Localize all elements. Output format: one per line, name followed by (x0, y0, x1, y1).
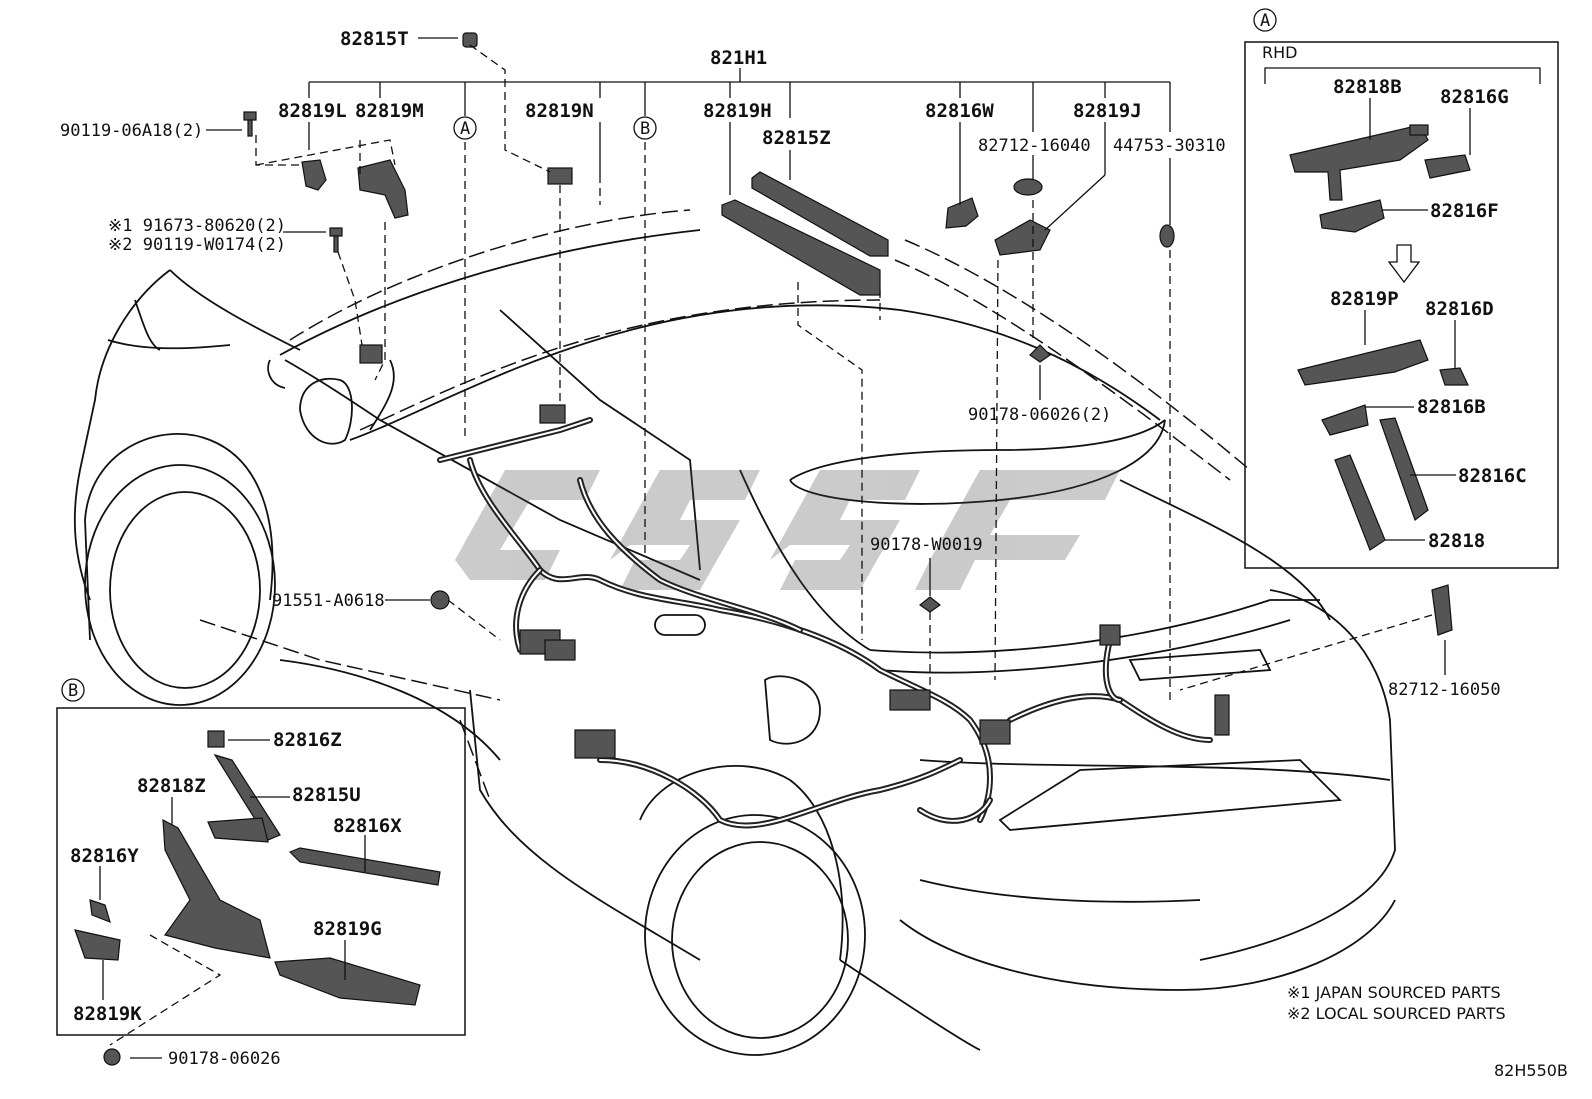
inset-a-frame (1244, 41, 1559, 569)
inset-a-marker-circle (1253, 8, 1277, 32)
label-82819H: 82819H (703, 100, 772, 122)
label-82819P: 82819P (1330, 288, 1399, 310)
label-82816Z: 82816Z (273, 729, 342, 751)
label-82816D: 82816D (1425, 298, 1494, 320)
label-82816G: 82816G (1440, 86, 1509, 108)
label-82816C: 82816C (1458, 465, 1527, 487)
label-82816W: 82816W (925, 100, 994, 122)
label-82816Y: 82816Y (70, 845, 139, 867)
note-local-sourced: ※2 LOCAL SOURCED PARTS (1287, 1004, 1506, 1023)
label-82819N: 82819N (525, 100, 594, 122)
leader-lines (109, 37, 1446, 1059)
callout-b-circle (633, 116, 657, 140)
label-90119-06A18: 90119-06A18(2) (60, 121, 203, 141)
label-82815T: 82815T (340, 28, 409, 50)
label-82818: 82818 (1428, 530, 1485, 552)
callout-a-circle (453, 116, 477, 140)
watermark-logo (455, 470, 1120, 590)
label-82819K: 82819K (73, 1003, 142, 1025)
label-82819G: 82819G (313, 918, 382, 940)
label-821H1: 821H1 (710, 47, 767, 69)
label-90178-06026-2: 90178-06026(2) (968, 405, 1111, 425)
label-82815U: 82815U (292, 784, 361, 806)
label-44753-30310: 44753-30310 (1113, 136, 1226, 156)
label-90119-W0174: ※2 90119-W0174(2) (108, 235, 286, 255)
note-japan-sourced: ※1 JAPAN SOURCED PARTS (1287, 983, 1501, 1002)
inset-a-marker-text: A (1260, 11, 1270, 31)
label-90178-W0019: 90178-W0019 (870, 535, 983, 555)
label-90178-06026: 90178-06026 (168, 1049, 281, 1069)
inset-a: A RHD 82818B 82816G 82816F 82819P 82816D… (1244, 8, 1559, 569)
label-82816F: 82816F (1430, 200, 1499, 222)
inset-a-rhd-label: RHD (1262, 43, 1297, 62)
label-82712-16050: 82712-16050 (1388, 680, 1501, 700)
footnotes: ※1 JAPAN SOURCED PARTS ※2 LOCAL SOURCED … (1287, 983, 1568, 1080)
vehicle-outline (73, 209, 1396, 1056)
label-82815Z: 82815Z (762, 127, 831, 149)
inset-b: B 82816Z 82818Z 82815U 82816X 82816Y 828… (56, 678, 466, 1066)
label-82819M: 82819M (355, 100, 424, 122)
arrow-down-icon (1387, 244, 1421, 284)
label-82818Z: 82818Z (137, 775, 206, 797)
label-82818B: 82818B (1333, 76, 1402, 98)
label-91673-80620: ※1 91673-80620(2) (108, 216, 286, 236)
top-parts (243, 32, 1453, 636)
inset-b-frame (56, 707, 466, 1036)
part-labels: 82815T 821H1 82819L 82819M 82819N 82819H… (60, 28, 1501, 1069)
label-82816B: 82816B (1417, 396, 1486, 418)
callout-b-text: B (640, 119, 650, 139)
callout-a-text: A (460, 119, 470, 139)
label-82819J: 82819J (1073, 100, 1142, 122)
inset-b-marker-circle (61, 678, 85, 702)
figure-code: 82H550B (1494, 1061, 1568, 1080)
label-82819L: 82819L (278, 100, 347, 122)
wire-harness-821H1 (359, 344, 1230, 829)
label-82816X: 82816X (333, 815, 402, 837)
inset-b-marker-text: B (68, 681, 78, 701)
label-91551-A0618: 91551-A0618 (272, 591, 385, 611)
label-82712-16040: 82712-16040 (978, 136, 1091, 156)
